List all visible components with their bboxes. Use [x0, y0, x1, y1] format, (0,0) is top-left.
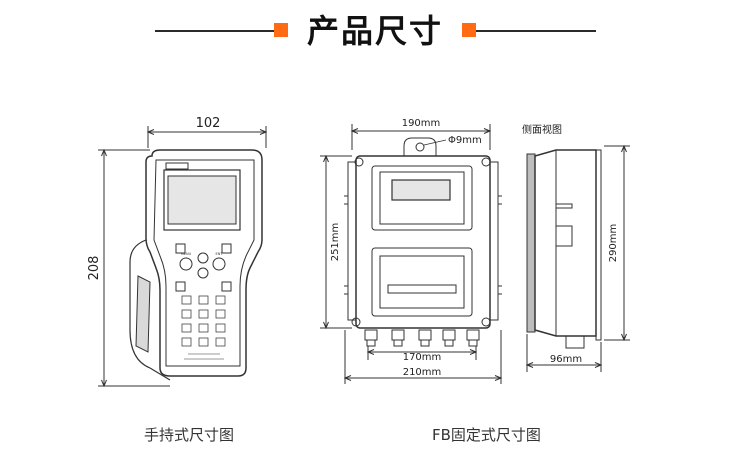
fixed-upper-lid-inner — [379, 171, 465, 225]
side-view-drawing — [525, 144, 630, 372]
title-left-marker — [274, 23, 288, 37]
side-hinge-slot — [555, 203, 573, 209]
handheld-menu-key — [179, 257, 193, 271]
side-height-label: 290mm — [608, 224, 619, 263]
handheld-fn-key-lower-left — [175, 281, 186, 292]
cable-gland-nut — [393, 339, 403, 347]
fixed-top-arrow-left — [350, 128, 359, 134]
fixed-screw — [481, 157, 491, 167]
keypad-key — [181, 309, 192, 319]
handheld-strap — [129, 239, 171, 381]
side-view-label: 侧面视图 — [522, 123, 562, 136]
cable-gland — [466, 329, 480, 341]
side-height-arrow-bottom — [621, 333, 627, 342]
cable-gland-nut — [366, 339, 376, 347]
fixed-device-drawing — [320, 124, 503, 384]
fixed-hole-label: Φ9mm — [448, 135, 482, 146]
handheld-body-inner-outline — [153, 159, 255, 367]
keypad-key — [198, 309, 209, 319]
handheld-fn-key-left — [175, 243, 186, 254]
fixed-mount-hole — [415, 142, 425, 152]
handheld-fn-key-right — [221, 243, 232, 254]
page-title: 产品尺寸 — [0, 0, 750, 60]
cable-gland — [391, 329, 405, 341]
fixed-lower-lid — [371, 247, 473, 317]
side-cable-gland — [565, 336, 585, 349]
fixed-height-label: 251mm — [330, 223, 341, 262]
fixed-caption: FB固定式尺寸图 — [432, 426, 541, 444]
handheld-display-screen — [167, 175, 237, 225]
handheld-top-label — [165, 162, 189, 170]
keypad-key — [181, 337, 192, 347]
page-title-text: 产品尺寸 — [306, 12, 443, 50]
handheld-up-key — [197, 252, 209, 264]
handheld-width-label: 102 — [196, 116, 221, 131]
handheld-enter-key — [212, 257, 226, 271]
fixed-height-arrow-bottom — [323, 321, 329, 330]
title-right-marker — [462, 23, 476, 37]
title-right-line — [476, 30, 596, 32]
fixed-bottom-inner-arrow-right — [469, 349, 478, 355]
fixed-screw — [351, 317, 361, 327]
side-depth-label: 96mm — [550, 354, 582, 365]
keypad-key — [198, 337, 209, 347]
handheld-body-outline — [145, 149, 263, 377]
keypad-key — [198, 323, 209, 333]
fixed-hole-leader — [423, 139, 447, 146]
cable-gland — [418, 329, 432, 341]
handheld-width-arrow-right — [259, 129, 268, 135]
keypad-key — [181, 295, 192, 305]
cable-gland-nut — [444, 339, 454, 347]
handheld-enter-key-label: ENT — [216, 252, 224, 256]
handheld-fn-key-lower-right — [221, 281, 232, 292]
cable-gland-nut — [468, 339, 478, 347]
fixed-screw — [481, 317, 491, 327]
fixed-right-flange — [489, 161, 499, 321]
side-rear-wall — [595, 149, 602, 341]
fixed-bottom-outer-arrow-left — [343, 375, 352, 381]
fixed-cable-glands — [364, 329, 480, 347]
fixed-upper-lid — [371, 165, 473, 231]
handheld-caption: 手持式尺寸图 — [144, 426, 235, 444]
side-mounting-plate — [526, 153, 536, 333]
fixed-top-arrow-right — [483, 128, 492, 134]
fixed-bottom-inner-arrow-left — [366, 349, 375, 355]
handheld-menu-key-label: MENU — [181, 252, 192, 256]
keypad-key — [215, 323, 226, 333]
fixed-screw — [354, 157, 364, 167]
side-hinge — [555, 225, 573, 247]
keypad-key — [198, 295, 209, 305]
fixed-label-plate — [387, 284, 457, 294]
handheld-down-key — [197, 267, 209, 279]
fixed-left-flange — [347, 161, 357, 321]
side-depth-arrow-right — [594, 362, 603, 368]
side-height-arrow-top — [621, 144, 627, 153]
fixed-display — [391, 179, 451, 201]
fixed-bottom-inner-label: 170mm — [403, 352, 442, 363]
handheld-keypad — [181, 295, 226, 347]
handheld-height-arrow-top — [101, 148, 107, 157]
fixed-mount-tab — [403, 137, 437, 156]
handheld-device-drawing — [98, 126, 268, 388]
side-enclosure-outline — [534, 149, 597, 337]
cable-gland — [442, 329, 456, 341]
handheld-height-arrow-bottom — [101, 379, 107, 388]
fixed-lower-lid-inner — [379, 255, 465, 309]
fixed-width-top-label: 190mm — [402, 118, 441, 129]
keypad-key — [215, 295, 226, 305]
cable-gland-nut — [420, 339, 430, 347]
keypad-key — [215, 337, 226, 347]
title-left-line — [155, 30, 275, 32]
cable-gland — [364, 329, 378, 341]
fixed-bottom-outer-label: 210mm — [403, 367, 442, 378]
keypad-key — [181, 323, 192, 333]
keypad-key — [215, 309, 226, 319]
handheld-strap-pad — [135, 275, 151, 353]
handheld-height-label: 208 — [87, 256, 102, 281]
fixed-bottom-outer-arrow-right — [494, 375, 503, 381]
side-depth-arrow-left — [525, 362, 534, 368]
fixed-height-arrow-top — [323, 154, 329, 163]
handheld-width-arrow-left — [146, 129, 155, 135]
